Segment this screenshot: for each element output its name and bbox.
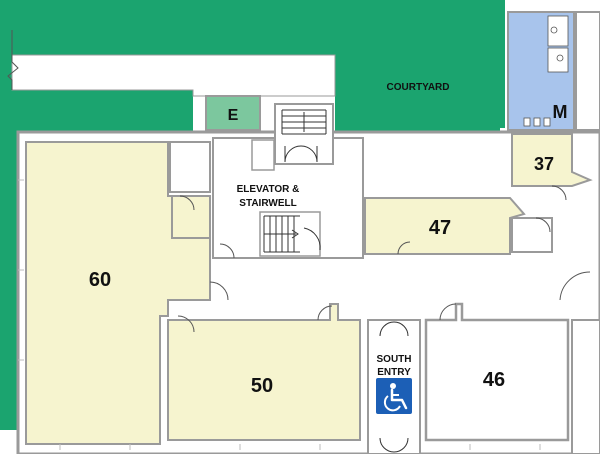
room-46-area	[424, 302, 570, 442]
elevator-shaft	[251, 139, 275, 171]
room-e-area	[205, 95, 261, 131]
room-e-label: E	[228, 107, 239, 124]
door-swings	[177, 185, 591, 333]
closet-west	[171, 195, 211, 239]
stairs-north	[281, 109, 327, 135]
walkway	[11, 54, 336, 97]
walkway-break-mark	[7, 30, 19, 90]
room-50-label: 50	[251, 375, 273, 397]
closet-north	[169, 141, 211, 193]
room-m-label: M	[553, 102, 568, 122]
stairs-south	[263, 215, 321, 253]
green-area-west	[0, 0, 193, 430]
restroom-fixtures	[523, 15, 569, 127]
room-47-area	[364, 197, 526, 255]
elevator-stairwell-label-2: STAIRWELL	[239, 198, 296, 209]
room-60-label: 60	[89, 269, 111, 291]
closet-east	[511, 217, 553, 253]
room-50-area	[167, 303, 361, 441]
elevator-stairwell-label-1: ELEVATOR &	[237, 184, 300, 195]
south-entry-label-2: ENTRY	[377, 367, 411, 378]
room-37-area	[511, 133, 593, 187]
service-room-northeast	[575, 11, 600, 131]
window-marks	[18, 179, 541, 450]
courtyard-label: COURTYARD	[387, 82, 450, 93]
double-door-north	[284, 145, 318, 163]
double-door-south-entry	[379, 321, 409, 453]
room-46-label: 46	[483, 369, 505, 391]
room-47-label: 47	[429, 217, 451, 239]
room-east-edge	[571, 319, 600, 454]
room-37-label: 37	[534, 154, 554, 174]
wheelchair-icon	[376, 378, 412, 414]
room-60-area	[25, 141, 211, 445]
south-entry-label-1: SOUTH	[377, 354, 412, 365]
